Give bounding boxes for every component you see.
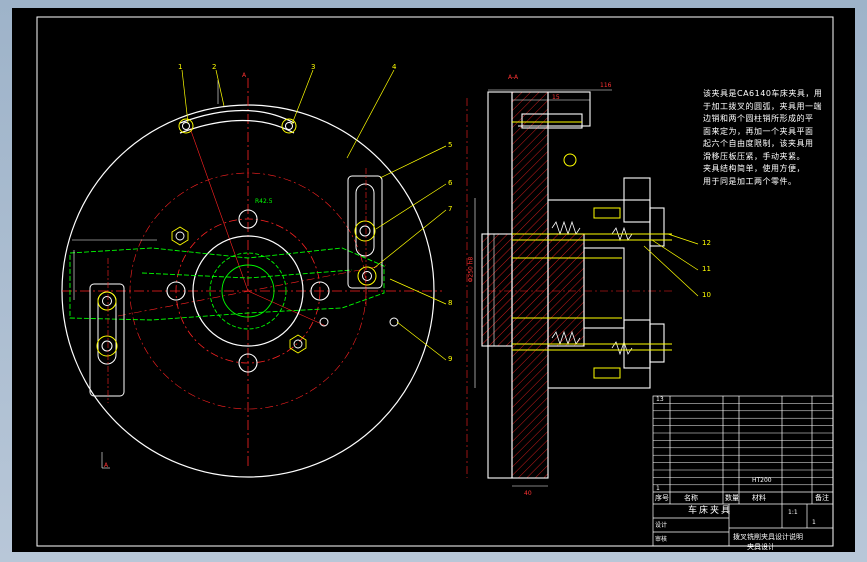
view-mark-top: A: [242, 72, 247, 79]
tb-subtitle: 夹具设计: [747, 543, 775, 551]
title-block: [652, 395, 834, 547]
tb-sheet: 1: [812, 519, 816, 526]
bolt-circle: [175, 218, 321, 364]
tb-header-qty: 数量: [725, 494, 739, 502]
tb-scale: 1:1: [788, 509, 798, 516]
tb-label-check: 审核: [655, 536, 668, 543]
note-line: 滑移压板压紧，手动夹紧。: [703, 151, 805, 161]
tb-header-no: 序号: [655, 494, 669, 502]
callout-1: 1: [178, 63, 183, 71]
callout-8: 8: [448, 299, 453, 307]
section-view: [466, 91, 672, 479]
hub-inner: [221, 264, 275, 318]
note-line: 于加工拨叉的圆弧，夹具用一端: [703, 101, 822, 111]
cad-drawing: [36, 16, 834, 547]
drawing-viewport[interactable]: 该夹具是CA6140车床夹具，用 于加工拨叉的圆弧，夹具用一端 边销和两个圆柱销…: [12, 8, 855, 552]
callout-11: 11: [702, 265, 711, 273]
tb-header-material: 材料: [752, 494, 766, 502]
note-line: 边销和两个圆柱销所形成的平: [703, 114, 814, 123]
callout-10: 10: [702, 291, 711, 299]
tb-material: HT200: [752, 477, 772, 484]
callout-4: 4: [392, 63, 397, 71]
tb-row-13: 13: [656, 396, 664, 403]
drawing-frame: [36, 16, 834, 547]
section-label: A-A: [508, 74, 519, 81]
dim-inner: 15: [552, 94, 560, 101]
dim-width-bottom: 40: [524, 490, 532, 497]
callout-3: 3: [311, 63, 316, 71]
tb-header-remark: 备注: [815, 494, 829, 502]
callout-7: 7: [448, 205, 453, 213]
note-line: 面来定为，再加一个夹具平面: [703, 126, 814, 136]
tb-row-1: 1: [656, 485, 660, 492]
tb-label-design: 设计: [655, 522, 668, 529]
dim-radius: R42.5: [255, 198, 273, 205]
note-line: 起六个自由度限制，该夹具用: [703, 139, 814, 148]
technical-note: 该夹具是CA6140车床夹具，用 于加工拨叉的圆弧，夹具用一端 边销和两个圆柱销…: [703, 88, 835, 188]
tb-header-name: 名称: [684, 494, 698, 502]
tb-school: 拨叉铣削夹具设计说明: [733, 533, 803, 541]
callout-2: 2: [212, 63, 217, 71]
callout-6: 6: [448, 179, 453, 187]
note-line: 夹具结构简单，使用方便，: [703, 164, 805, 173]
note-line: 该夹具是CA6140车床夹具，用: [703, 89, 823, 98]
view-mark-bottom: A: [104, 462, 109, 469]
dim-width-top: 116: [600, 82, 612, 89]
hub-outer: [192, 235, 304, 347]
hub-green: [209, 252, 287, 330]
dim-height: Φ250 h8: [467, 256, 475, 283]
callout-9: 9: [448, 355, 453, 363]
tb-title: 车床夹具: [688, 506, 733, 516]
callout-12: 12: [702, 239, 711, 247]
note-line: 用于同是加工两个零件。: [703, 176, 797, 186]
callout-5: 5: [448, 141, 453, 149]
